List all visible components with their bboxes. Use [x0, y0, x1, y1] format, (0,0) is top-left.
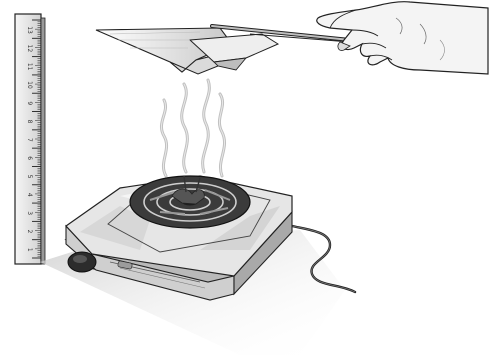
- ruler-number: 9: [26, 101, 33, 105]
- ruler-number: 12: [26, 45, 33, 53]
- ruler-number: 10: [26, 81, 33, 89]
- steam-wisps: [161, 80, 224, 176]
- ruler-number: 13: [26, 26, 33, 34]
- ruler-number: 4: [26, 193, 33, 197]
- paper-sheet: [96, 28, 278, 74]
- ruler-number: 2: [26, 230, 33, 234]
- ruler-number: 11: [26, 63, 33, 71]
- ruler: 13 12 11 10 9 8 7 6 5 4 3 2 1: [15, 14, 45, 264]
- ruler-number: 3: [26, 211, 33, 215]
- ruler-number: 6: [26, 156, 33, 160]
- ruler-number: 5: [26, 175, 33, 179]
- ruler-number: 7: [26, 138, 33, 142]
- ruler-number: 8: [26, 120, 33, 124]
- ruler-number: 1: [26, 248, 33, 252]
- heating-coil: [130, 176, 250, 228]
